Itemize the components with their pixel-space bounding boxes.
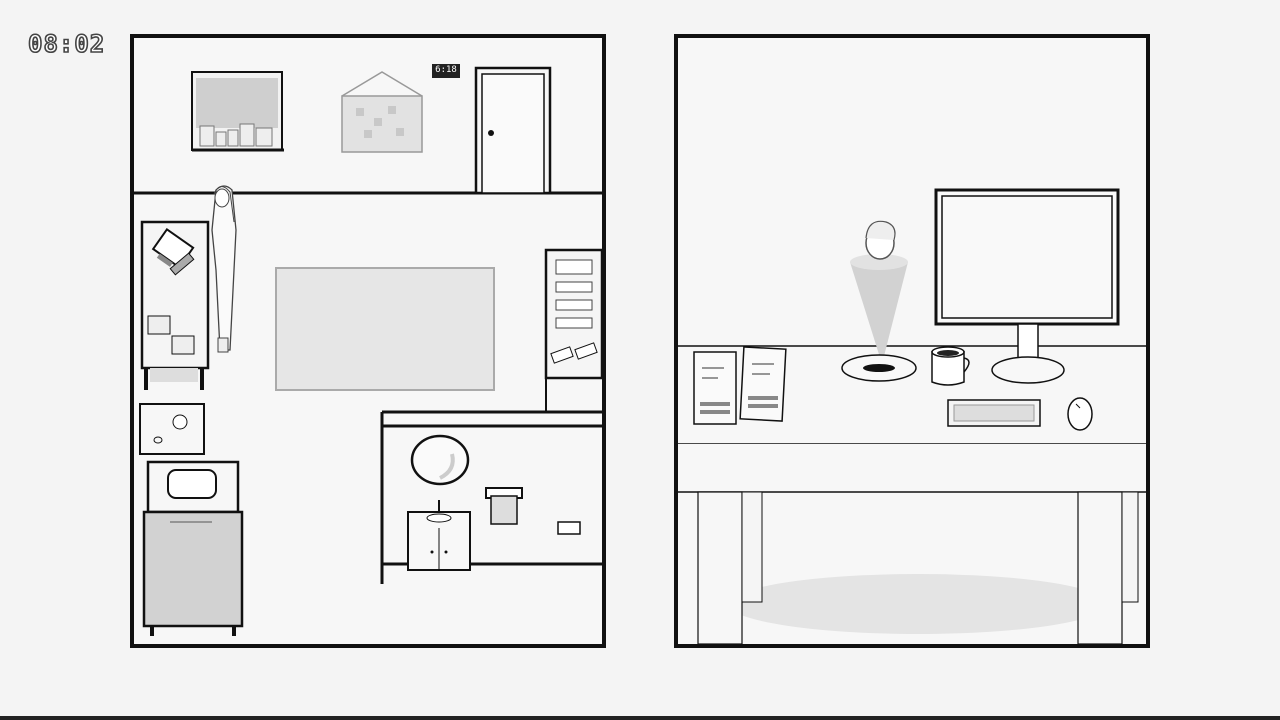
bookshelf-icon[interactable] xyxy=(544,248,602,380)
coffee-mug-icon[interactable] xyxy=(931,346,970,386)
apartment-drawing xyxy=(134,66,602,636)
monitor-icon[interactable] xyxy=(934,188,1120,384)
hologram-projector-icon[interactable] xyxy=(841,220,917,382)
window-icon[interactable] xyxy=(191,71,284,152)
nightstand-icon[interactable] xyxy=(139,403,205,455)
desk-closeup-panel[interactable] xyxy=(674,34,1150,648)
bed-icon[interactable] xyxy=(142,460,244,636)
sink-icon[interactable] xyxy=(407,500,471,571)
mouse-icon[interactable] xyxy=(1067,397,1093,431)
computer-desk-icon[interactable] xyxy=(140,220,210,390)
rug-icon[interactable] xyxy=(275,267,495,391)
document-icon[interactable] xyxy=(693,346,787,425)
towel-icon[interactable] xyxy=(485,487,523,525)
apartment-overview-panel[interactable]: 6:18 xyxy=(130,34,606,648)
bottom-border xyxy=(0,716,1280,720)
keyboard-icon[interactable] xyxy=(947,399,1041,427)
character-icon[interactable] xyxy=(211,185,237,353)
desk-drawing xyxy=(678,188,1146,644)
mirror-icon[interactable] xyxy=(410,434,470,486)
wall-clock-display: 6:18 xyxy=(432,64,460,78)
time-display: 08:02 xyxy=(27,29,106,59)
toilet-paper-icon[interactable] xyxy=(557,521,581,535)
door-icon[interactable] xyxy=(474,66,552,195)
house-painting-icon[interactable] xyxy=(341,71,423,153)
